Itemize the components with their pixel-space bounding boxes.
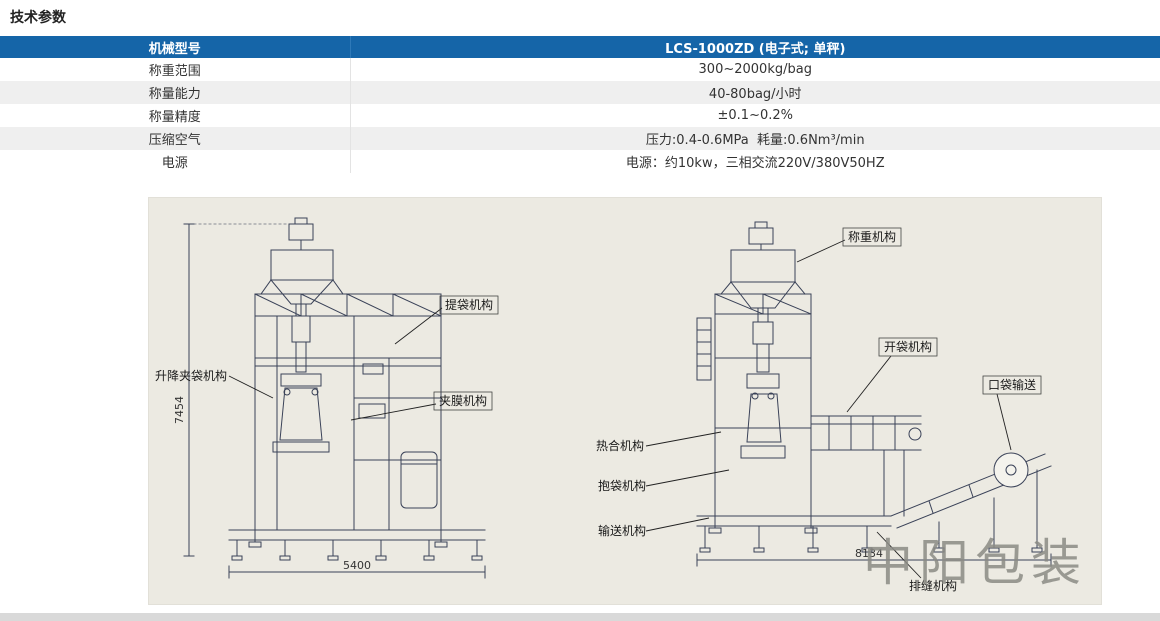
row-value: 40-80bag/小时 <box>350 81 1160 104</box>
label-bag-open: 开袋机构 <box>884 339 932 354</box>
row-label: 压缩空气 <box>0 127 351 150</box>
row-label: 称量精度 <box>0 104 351 127</box>
row-value: ±0.1~0.2% <box>350 104 1160 127</box>
label-pocket-convey: 口袋输送 <box>988 377 1036 392</box>
label-bag-lift: 提袋机构 <box>445 297 493 312</box>
label-convey: 输送机构 <box>598 523 646 538</box>
label-weighing: 称重机构 <box>848 229 896 244</box>
label-bag-hold: 抱袋机构 <box>598 478 646 493</box>
left-machine-drawing <box>183 217 486 579</box>
label-film-clamp: 夹膜机构 <box>439 393 487 408</box>
row-label: 称重范围 <box>0 58 351 81</box>
row-value: 电源：约10kw，三相交流220V/380V50HZ <box>350 150 1160 173</box>
row-label: 称量能力 <box>0 81 351 104</box>
row-label: 电源 <box>0 150 351 173</box>
table-row: 称重范围 300~2000kg/bag <box>0 58 1160 81</box>
spec-table: 机械型号 LCS-1000ZD (电子式; 单秤) 称重范围 300~2000k… <box>0 36 1160 173</box>
right-machine-drawing <box>696 221 1052 567</box>
footer-divider <box>0 613 1160 621</box>
header-model-label: 机械型号 <box>0 36 351 58</box>
dim-left-height: 7454 <box>173 396 186 424</box>
machine-diagram-panel: 升降夹袋机构 提袋机构 夹膜机构 称重机构 开袋机构 口袋输送 热合机构 抱袋机… <box>148 197 1102 605</box>
label-seam: 排缝机构 <box>909 578 957 593</box>
table-row: 称量能力 40-80bag/小时 <box>0 81 1160 104</box>
table-row: 压缩空气 压力:0.4-0.6MPa 耗量:0.6Nm³/min <box>0 127 1160 150</box>
table-row: 称量精度 ±0.1~0.2% <box>0 104 1160 127</box>
callout-boxes <box>433 227 1042 411</box>
dim-right-width: 8134 <box>855 547 883 560</box>
watermark-text: 中阳包装 <box>863 534 1087 592</box>
table-header-row: 机械型号 LCS-1000ZD (电子式; 单秤) <box>0 36 1160 58</box>
table-row: 电源 电源：约10kw，三相交流220V/380V50HZ <box>0 150 1160 173</box>
row-value: 300~2000kg/bag <box>350 58 1160 81</box>
label-lift-clamp: 升降夹袋机构 <box>155 368 227 383</box>
dim-left-width: 5400 <box>343 559 371 572</box>
machine-diagram: 升降夹袋机构 提袋机构 夹膜机构 称重机构 开袋机构 口袋输送 热合机构 抱袋机… <box>155 217 1087 593</box>
page-title: 技术参数 <box>10 10 66 26</box>
label-heat-seal: 热合机构 <box>596 438 644 453</box>
row-value: 压力:0.4-0.6MPa 耗量:0.6Nm³/min <box>350 127 1160 150</box>
callout-leaders <box>228 239 1012 579</box>
header-model-value: LCS-1000ZD (电子式; 单秤) <box>350 36 1160 58</box>
